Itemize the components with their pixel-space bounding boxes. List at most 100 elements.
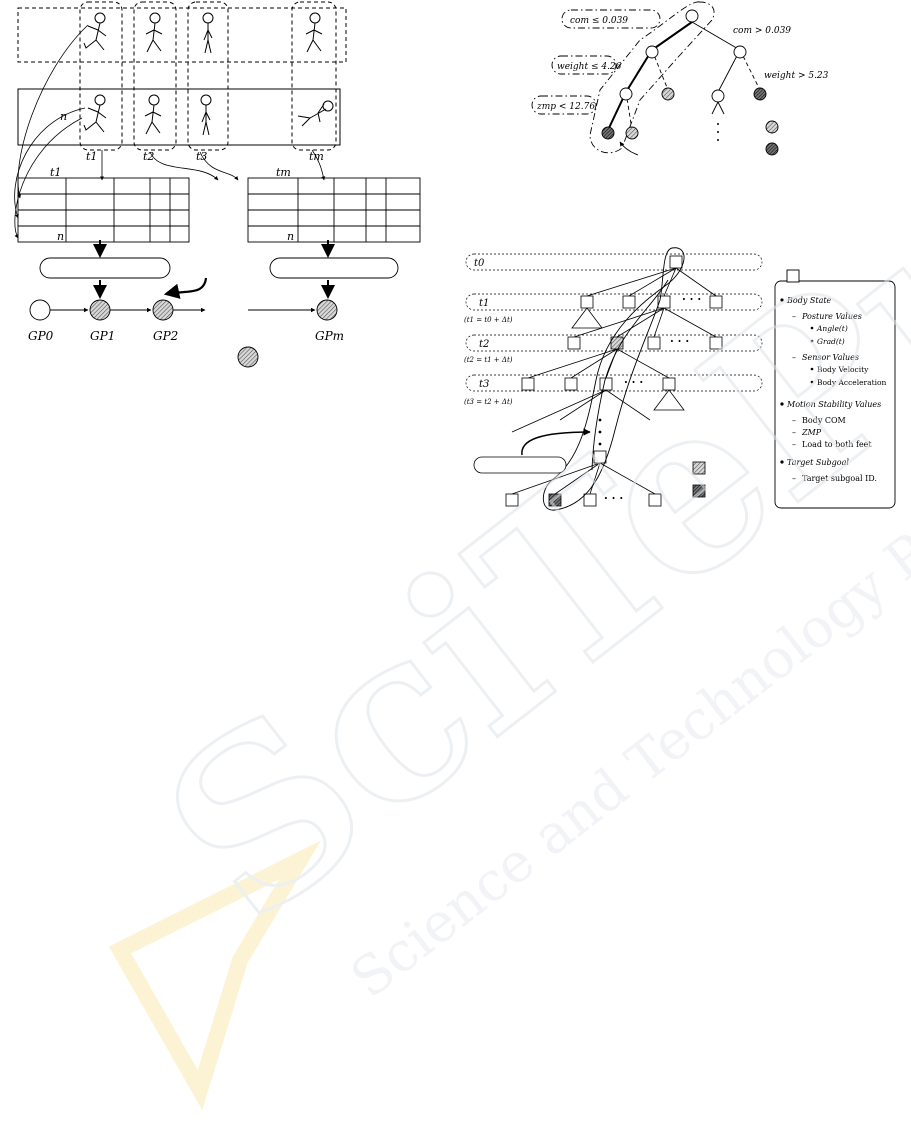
search-node-t3-1 — [564, 377, 578, 391]
legend-sub-item: Body Velocity — [817, 365, 869, 374]
search-node-leaf-2 — [583, 493, 597, 507]
search-tree-nodes — [473, 247, 723, 511]
search-node-t1-1 — [622, 295, 636, 309]
stick-figure-bottom-t2 — [144, 94, 162, 135]
legend-sub-item: Body Acceleration — [817, 378, 887, 387]
level-label-t2: t2 — [479, 339, 489, 350]
top-frame-strip — [17, 7, 347, 63]
legend-dash: – — [792, 353, 796, 362]
search-node-leaf-1 — [548, 493, 562, 507]
ellipsis-bottom: · · · — [604, 492, 623, 505]
search-node-t1-2 — [657, 295, 671, 309]
search-node-t2-3 — [709, 336, 723, 350]
legend-section-title: Body State — [786, 296, 832, 305]
tree-ellipsis — [717, 123, 719, 141]
gp-node-2 — [152, 299, 174, 321]
tree-leaf-lll — [601, 126, 615, 140]
process-box-1 — [39, 257, 171, 279]
search-node-leaf-3 — [648, 493, 662, 507]
legend-dash: – — [792, 428, 796, 437]
tree-leaf-llr — [625, 126, 639, 140]
search-node-t3-0 — [521, 377, 535, 391]
search-legend-light — [692, 461, 706, 475]
ellipsis-t3: · · · — [624, 376, 643, 389]
legend-dash: – — [792, 474, 796, 483]
level-band-t1 — [465, 293, 763, 311]
tree-node-rl — [711, 89, 725, 103]
stick-figure-bottom-t1 — [83, 94, 107, 133]
legend-item: ZMP — [801, 428, 822, 437]
legend-sub-bullet — [810, 367, 814, 371]
legend-dash: – — [792, 416, 796, 425]
tree-node-right — [733, 45, 747, 59]
search-legend-dark — [692, 484, 706, 498]
rule-com-le: com ≤ 0.039 — [570, 16, 628, 26]
tree-legend-light — [765, 120, 779, 134]
rule-zmp-lt: zmp < 12.76 — [536, 102, 595, 112]
frame-label-tm: tm — [309, 150, 324, 163]
process-box-2 — [269, 257, 399, 279]
thick-arrows — [93, 240, 335, 299]
search-root-node — [669, 255, 683, 269]
table2-row-n: n — [287, 230, 294, 243]
bottom-frame-strip — [17, 88, 341, 146]
stick-figure-bottom-tm — [297, 100, 334, 127]
tree-node-ll — [619, 87, 633, 101]
legend-dash: – — [792, 312, 796, 321]
search-node-deep — [593, 450, 607, 464]
time-slice-box-t1 — [79, 1, 123, 151]
frame-label-t3: t3 — [196, 150, 207, 163]
stick-figure-top-t1 — [83, 12, 107, 51]
decision-tree — [531, 1, 779, 156]
data-table-1 — [17, 177, 190, 243]
data-table-2 — [247, 177, 421, 243]
ellipsis-t1: · · · — [682, 293, 701, 306]
time-slice-box-t2 — [133, 1, 177, 151]
ellipsis-t2: · · · — [670, 335, 689, 348]
time-slice-box-t3 — [187, 1, 229, 151]
legend-section-title: Motion Stability Values — [786, 400, 881, 409]
gp-label-2: GP2 — [153, 329, 178, 343]
tree-node-left — [645, 45, 659, 59]
stick-figure-top-t3 — [202, 12, 214, 54]
tree-leaf-light — [661, 87, 675, 101]
level-eq-t2: (t2 = t1 + Δt) — [464, 356, 513, 364]
legend-sub-bullet — [810, 380, 814, 384]
legend-item: Posture Values — [801, 312, 862, 321]
motion-capture-figure — [17, 1, 347, 151]
level-band-t0 — [465, 253, 763, 271]
stick-figure-top-tm — [305, 12, 323, 53]
level-label-t3: t3 — [479, 379, 489, 390]
table1-row-n: n — [57, 230, 64, 243]
level-eq-t3: (t3 = t2 + Δt) — [464, 398, 513, 406]
frame-label-t2: t2 — [143, 150, 154, 163]
legend-item: Target subgoal ID. — [802, 474, 877, 483]
table2-time-label: tm — [276, 166, 291, 179]
tree-root — [685, 9, 699, 23]
tree-legend-dark — [765, 142, 779, 156]
legend-bullet — [780, 402, 784, 406]
search-node-leaf-0 — [505, 493, 519, 507]
flow-arrows — [14, 24, 326, 239]
gp-node-0 — [29, 299, 51, 321]
level-eq-t1: (t1 = t0 + Δt) — [464, 316, 513, 324]
gp-node-m — [316, 299, 338, 321]
row-label-n: n — [60, 110, 67, 123]
gp-legend-node — [237, 346, 259, 368]
legend-node-icon — [786, 269, 800, 283]
legend-bullet — [780, 298, 784, 302]
data-tables — [17, 177, 421, 243]
legend-item: Sensor Values — [802, 353, 859, 362]
legend-sub-bullet — [810, 326, 814, 330]
legend-sub-item: Angle(t) — [816, 324, 848, 333]
search-node-t1-3 — [709, 295, 723, 309]
table1-time-label: t1 — [50, 166, 61, 179]
rule-weight-gt: weight > 5.23 — [764, 71, 829, 81]
legend-content: Body State– Posture ValuesAngle(t)Grad(t… — [780, 296, 887, 483]
search-node-t3-2 — [599, 377, 613, 391]
legend-section-title: Target Subgoal — [787, 458, 849, 467]
legend-item: Load to both feet — [802, 440, 872, 449]
legend-box — [774, 280, 896, 509]
